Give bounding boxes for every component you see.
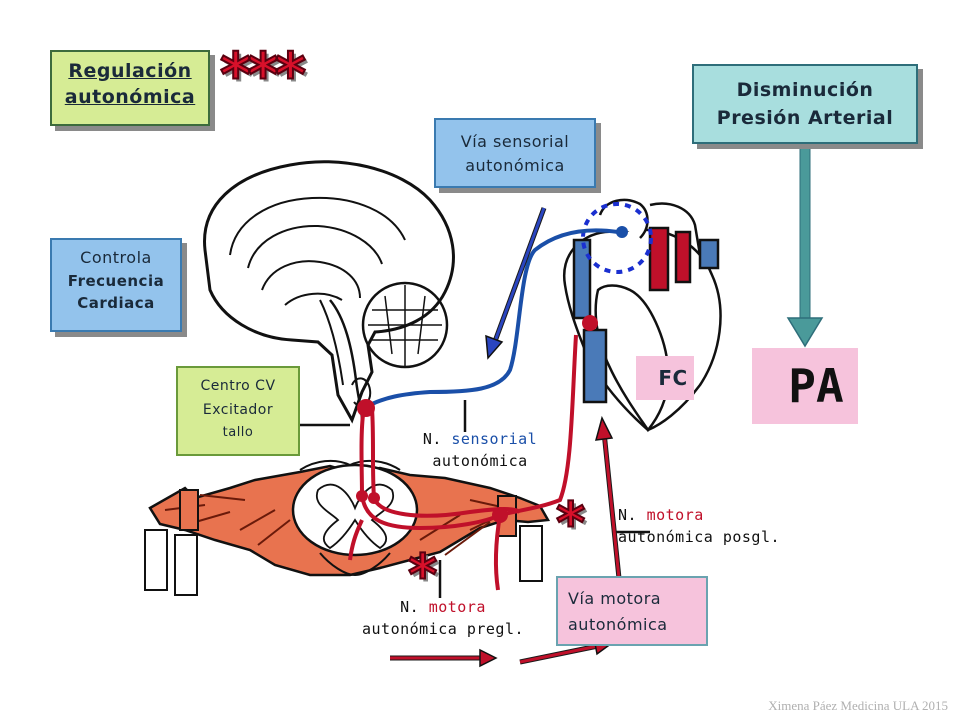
sensory-nerve-word: sensorial: [451, 430, 538, 448]
blood-pressure-box: PA: [752, 348, 858, 424]
postgang-word: motora: [646, 506, 704, 524]
sensory-path-line1: Vía sensorial: [460, 132, 570, 151]
red-motor-arrow-up: [594, 415, 623, 589]
controls-line2: Frecuencia: [67, 272, 165, 290]
motor-path-line2: autonómica: [568, 615, 668, 634]
title-box: Regulación autonómica: [50, 50, 210, 126]
controls-line3: Cardiaca: [77, 294, 155, 312]
spinal-nucleus: [356, 490, 368, 502]
fc-label: FC: [658, 366, 688, 390]
title-line2: autonómica: [64, 86, 196, 108]
title-stars: ***: [219, 39, 307, 111]
blue-sensory-arrow: [485, 207, 547, 360]
spinal-nucleus-2: [368, 492, 380, 504]
sensory-nerve-line2: autonómica: [432, 452, 528, 470]
motor-path-line1: Vía motora: [568, 589, 662, 608]
postgang-line2: autonómica posgl.: [618, 528, 781, 546]
cv-line2: Excitador: [202, 402, 274, 418]
brainstem-nucleus: [357, 399, 375, 417]
ganglion-node: [492, 507, 508, 523]
cv-line3: tallo: [222, 425, 254, 440]
sensory-path-box: Vía sensorial autonómica: [434, 118, 596, 188]
motor-path-box: Vía motora autonómica: [556, 576, 708, 646]
sensory-path-line2: autonómica: [465, 156, 565, 175]
cv-center-box: Centro CV Excitador tallo: [176, 366, 300, 456]
pregang-prefix: N.: [400, 598, 420, 616]
decrease-line1: Disminución: [736, 79, 874, 101]
pressure-decrease-arrow: [786, 145, 824, 348]
spinal-cord-illustration: [144, 459, 551, 596]
pregang-nerve-label: N. motora autonómica pregl.: [348, 596, 538, 640]
postgang-prefix: N.: [618, 506, 638, 524]
pregang-word: motora: [428, 598, 486, 616]
postgang-nerve-label: N. motora autonómica posgl.: [618, 504, 808, 548]
heart-rate-box: FC: [636, 356, 694, 400]
sinus-node: [582, 315, 598, 331]
sensory-pathway: [371, 228, 619, 406]
controls-heart-rate-box: Controla Frecuencia Cardiaca: [50, 238, 182, 332]
sensory-receptor: [616, 226, 628, 238]
cv-line1: Centro CV: [200, 378, 276, 394]
title-line1: Regulación: [68, 60, 192, 82]
star-pregang: *: [407, 543, 438, 608]
sensory-nerve-label: N. sensorial autonómica: [410, 428, 550, 472]
decrease-line2: Presión Arterial: [716, 107, 894, 129]
pointer-lines: [300, 400, 650, 598]
sensory-nerve-prefix: N.: [422, 430, 442, 448]
star-postgang: *: [555, 491, 586, 556]
decrease-pressure-box: Disminución Presión Arterial: [692, 64, 918, 144]
pa-label: PA: [788, 359, 844, 413]
credit-footer: Ximena Páez Medicina ULA 2015: [768, 698, 948, 713]
controls-line1: Controla: [80, 248, 152, 267]
motor-pathway: [348, 334, 578, 591]
pregang-line2: autonómica pregl.: [361, 620, 525, 638]
